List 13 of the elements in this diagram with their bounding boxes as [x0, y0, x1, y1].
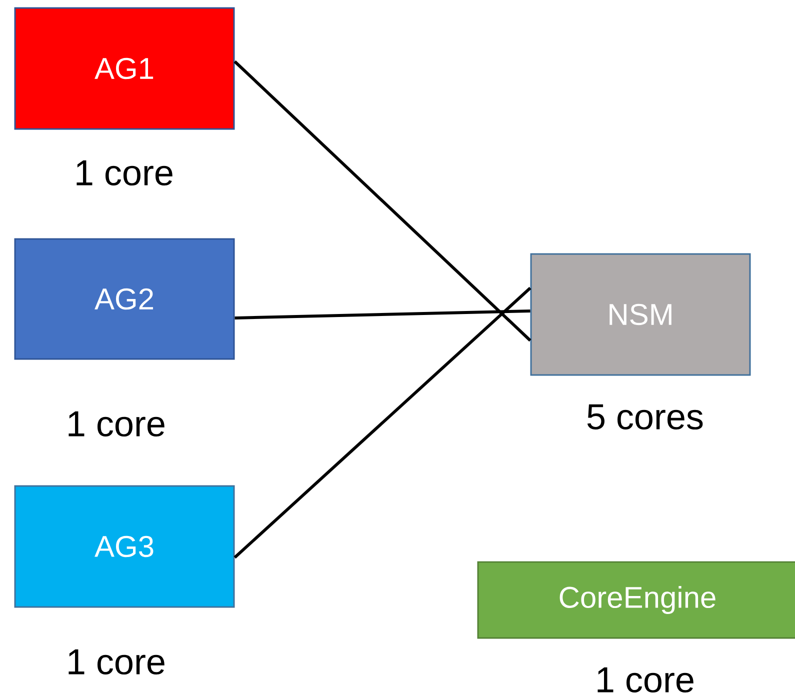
process-box: AG2: [14, 238, 235, 360]
process-box: AG3: [14, 485, 235, 608]
caption-text: 5 cores: [587, 404, 703, 430]
caption-text: 1 core: [76, 160, 172, 186]
caption-text: 1 core: [68, 649, 164, 675]
process-box: AG1: [14, 7, 235, 130]
process-box: NSM: [530, 253, 751, 376]
connector-line: [234, 60, 532, 342]
caption-text: 1 core: [598, 667, 694, 693]
connector-line: [234, 309, 530, 320]
process-box: CoreEngine: [477, 561, 795, 639]
caption-text: 1 core: [68, 411, 164, 437]
connector-line: [234, 286, 532, 559]
